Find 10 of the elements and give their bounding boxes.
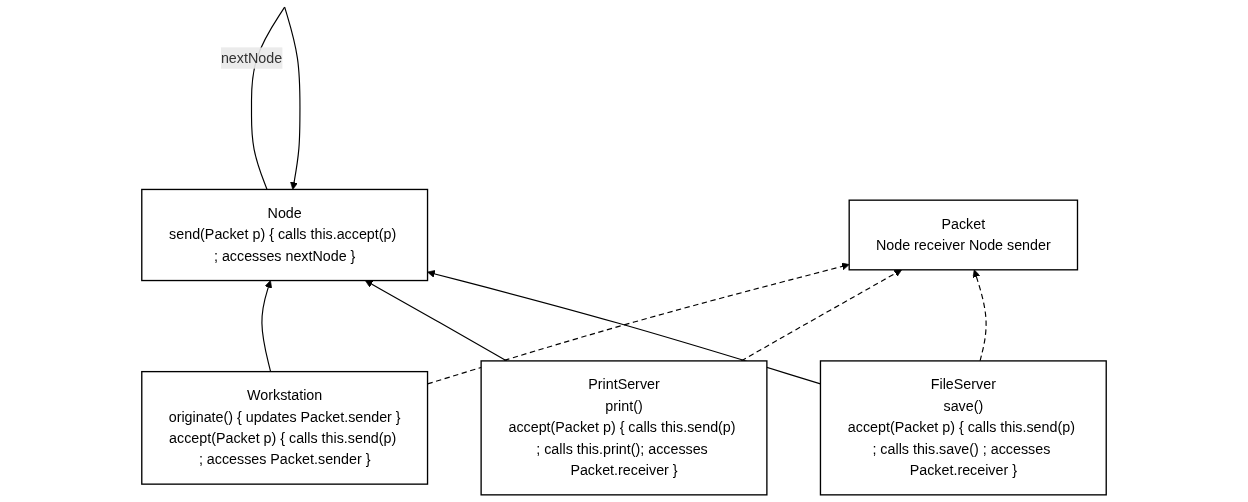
node-box: Packet Node receiver Node sender bbox=[848, 199, 1079, 271]
edge-label: nextNode bbox=[220, 50, 283, 66]
node-box: Workstation originate() { updates Packet.sender } accept(Packet p) { calls this.send(p) ; accesses Packet.sender } bbox=[141, 370, 429, 485]
arrow bbox=[972, 269, 987, 362]
node-box: Node send(Packet p) { calls this.accept(p) ; accesses nextNode } bbox=[141, 188, 429, 282]
arrow bbox=[364, 280, 508, 362]
node-box: PrintServer print() accept(Packet p) { calls this.send(p) ; calls this.print(); accesses Packet.receiver } bbox=[480, 360, 768, 496]
arrow bbox=[261, 280, 273, 373]
arrow bbox=[740, 269, 902, 362]
node-box: FileServer save() accept(Packet p) { calls this.send(p) ; calls this.save() ; accesses Packet.receiver } bbox=[819, 360, 1107, 496]
